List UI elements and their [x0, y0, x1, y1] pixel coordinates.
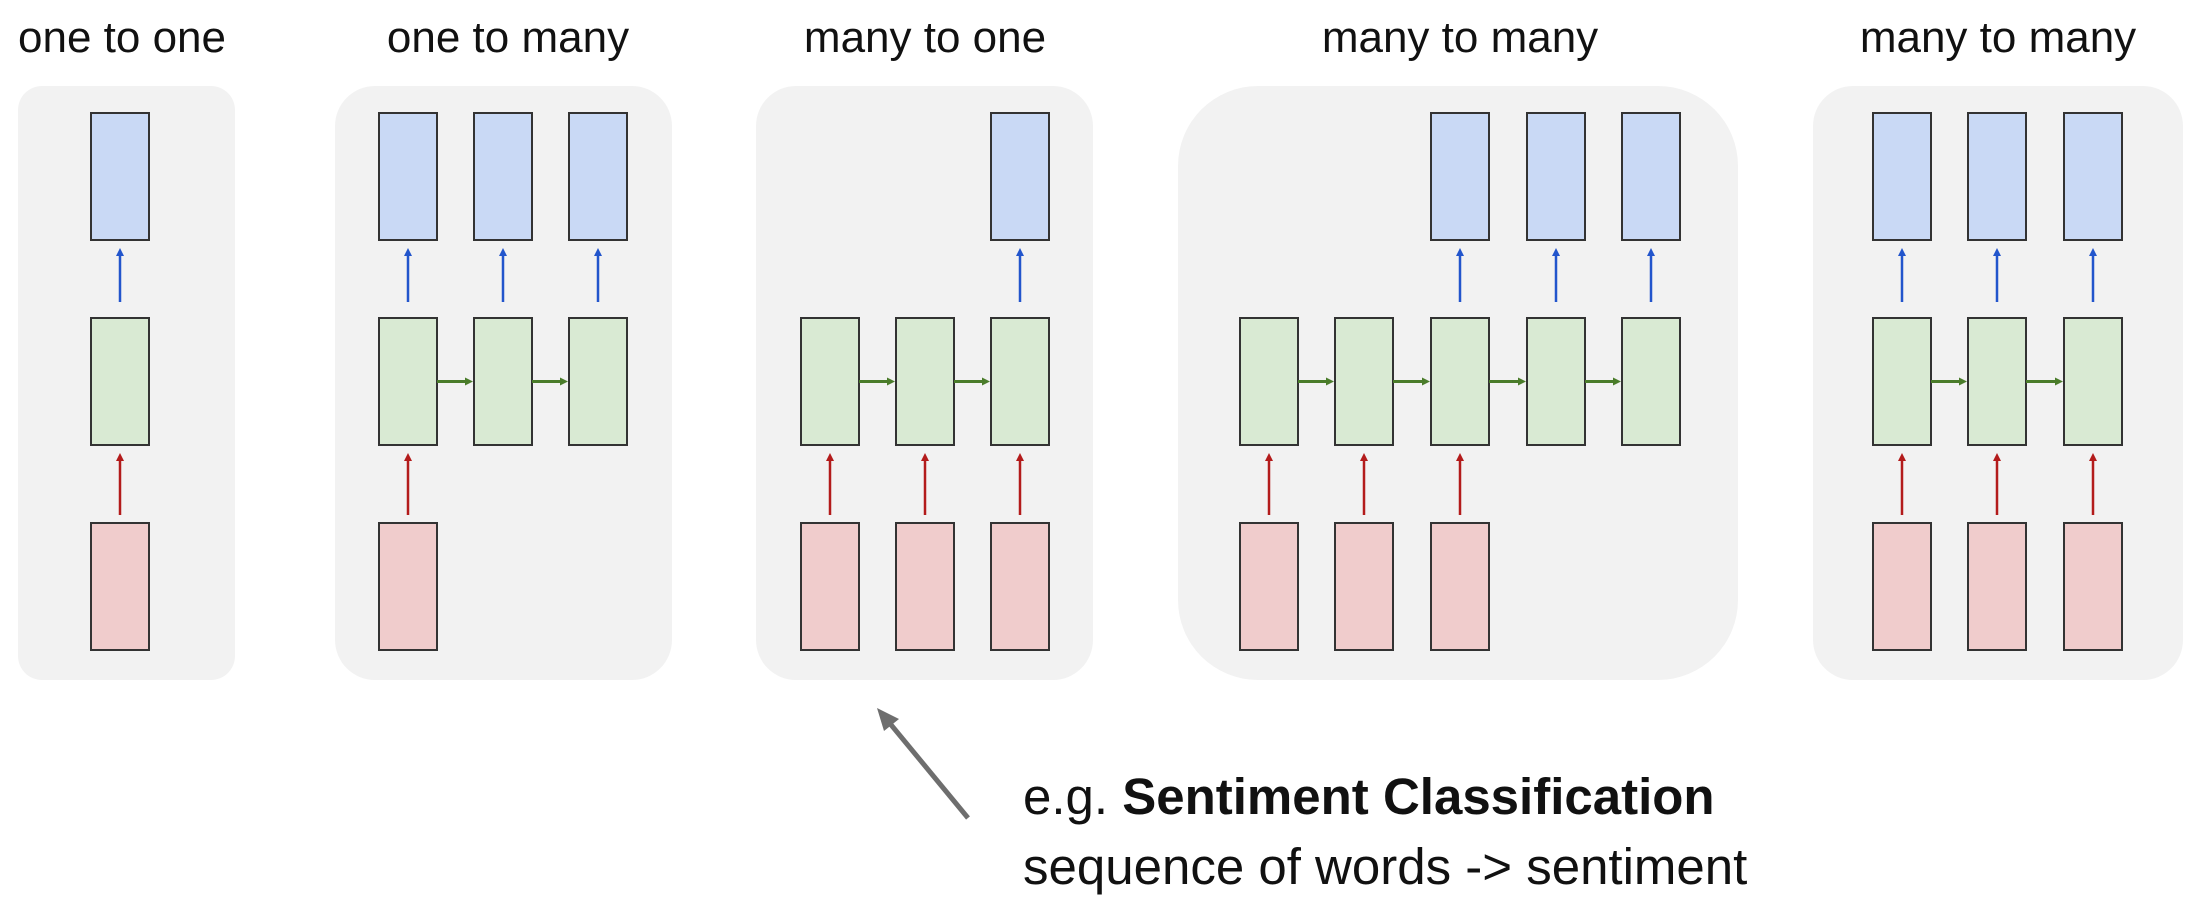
- output-box: [378, 112, 438, 241]
- panel-title: one to many: [387, 13, 629, 62]
- output-box: [1430, 112, 1490, 241]
- hidden-state-box: [990, 317, 1050, 446]
- output-box: [1872, 112, 1932, 241]
- hidden-state-box: [1430, 317, 1490, 446]
- hidden-state-box: [1967, 317, 2027, 446]
- caption-prefix: e.g.: [1023, 768, 1123, 825]
- input-box: [1872, 522, 1932, 651]
- caption: e.g. Sentiment Classification sequence o…: [1023, 762, 1747, 902]
- panel-title: one to one: [18, 13, 226, 62]
- hidden-state-box: [568, 317, 628, 446]
- input-box: [378, 522, 438, 651]
- hidden-state-box: [1621, 317, 1681, 446]
- hidden-state-box: [800, 317, 860, 446]
- output-box: [2063, 112, 2123, 241]
- caption-task: Sentiment Classification: [1122, 768, 1715, 825]
- input-box: [990, 522, 1050, 651]
- output-box: [90, 112, 150, 241]
- output-box: [568, 112, 628, 241]
- rnn-cells: [90, 112, 2123, 651]
- hidden-state-box: [90, 317, 150, 446]
- input-box: [895, 522, 955, 651]
- input-box: [1967, 522, 2027, 651]
- input-box: [90, 522, 150, 651]
- output-box: [1526, 112, 1586, 241]
- panel-title: many to one: [804, 13, 1046, 62]
- input-box: [1430, 522, 1490, 651]
- output-box: [473, 112, 533, 241]
- hidden-state-box: [473, 317, 533, 446]
- input-box: [800, 522, 860, 651]
- output-box: [990, 112, 1050, 241]
- hidden-state-box: [378, 317, 438, 446]
- input-box: [1334, 522, 1394, 651]
- hidden-state-box: [1334, 317, 1394, 446]
- hidden-state-box: [2063, 317, 2123, 446]
- output-box: [1621, 112, 1681, 241]
- pointer-arrow-shaft: [881, 713, 970, 820]
- hidden-state-box: [1872, 317, 1932, 446]
- pointer-arrow-head: [877, 708, 899, 731]
- hidden-state-box: [895, 317, 955, 446]
- caption-line-1: e.g. Sentiment Classification: [1023, 762, 1747, 832]
- hidden-state-box: [1239, 317, 1299, 446]
- input-box: [2063, 522, 2123, 651]
- hidden-state-box: [1526, 317, 1586, 446]
- input-box: [1239, 522, 1299, 651]
- panel-title: many to many: [1322, 13, 1598, 62]
- caption-line-2: sequence of words -> sentiment: [1023, 838, 1748, 895]
- output-box: [1967, 112, 2027, 241]
- panel-title: many to many: [1860, 13, 2136, 62]
